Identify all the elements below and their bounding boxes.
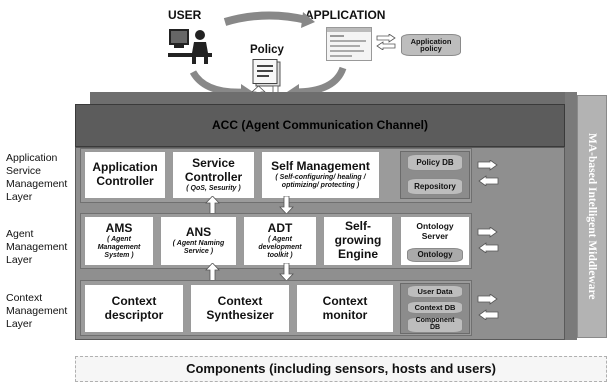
app-policy-double-arrow-icon <box>376 34 396 50</box>
user-data-db: User Data <box>407 285 463 298</box>
service-agent-arrows <box>205 196 294 214</box>
ontology-db: Ontology <box>407 248 463 262</box>
policy-db: Policy DB <box>407 154 463 171</box>
application-window-icon <box>326 27 372 61</box>
component-db: Component DB <box>407 317 463 333</box>
middleware-right-side <box>565 92 577 340</box>
service-controller-box: Service Controller ( QoS, Sesurity ) <box>172 151 255 199</box>
agent-layer-label: Agent Management Layer <box>6 228 68 267</box>
policy-label: Policy <box>250 44 284 56</box>
user-computer-icon <box>168 29 212 64</box>
agent-exchange-arrows <box>477 227 499 253</box>
self-management-box: Self Management ( Self-configuring/ heal… <box>261 151 380 199</box>
ans-box: ANS ( Agent Naming Service ) <box>160 216 237 266</box>
repository-db: Repository <box>407 178 463 195</box>
application-label: APPLICATION <box>305 8 386 22</box>
side-label: MA-based Intelligent Middleware <box>586 133 598 300</box>
application-policy-db-label: Application policy <box>410 36 452 53</box>
acc-bar: ACC (Agent Communication Channel) <box>75 104 565 147</box>
side-label-bar: MA-based Intelligent Middleware <box>577 95 607 338</box>
context-exchange-arrows <box>477 294 499 320</box>
application-controller-box: Application Controller <box>84 151 166 199</box>
agent-context-arrows <box>205 263 294 281</box>
acc-label: ACC (Agent Communication Channel) <box>212 117 428 132</box>
self-growing-engine-box: Self-growing Engine <box>323 216 393 266</box>
ams-box: AMS ( Agent Management System ) <box>84 216 154 266</box>
context-descriptor-box: Context descriptor <box>84 284 184 333</box>
context-layer-label: Context Management Layer <box>6 292 68 331</box>
application-policy-db: Application policy <box>401 34 461 56</box>
components-label: Components (including sensors, hosts and… <box>186 360 496 376</box>
service-exchange-arrows <box>477 160 499 186</box>
context-monitor-box: Context monitor <box>296 284 394 333</box>
service-layer-label: Application Service Management Layer <box>6 152 68 204</box>
adt-box: ADT ( Agent development toolkit ) <box>243 216 317 266</box>
components-bar: Components (including sensors, hosts and… <box>75 356 607 382</box>
user-label: USER <box>168 8 202 22</box>
policy-document-icon <box>252 59 281 87</box>
context-db: Context DB <box>407 301 463 314</box>
context-synthesizer-box: Context Synthesizer <box>190 284 290 333</box>
